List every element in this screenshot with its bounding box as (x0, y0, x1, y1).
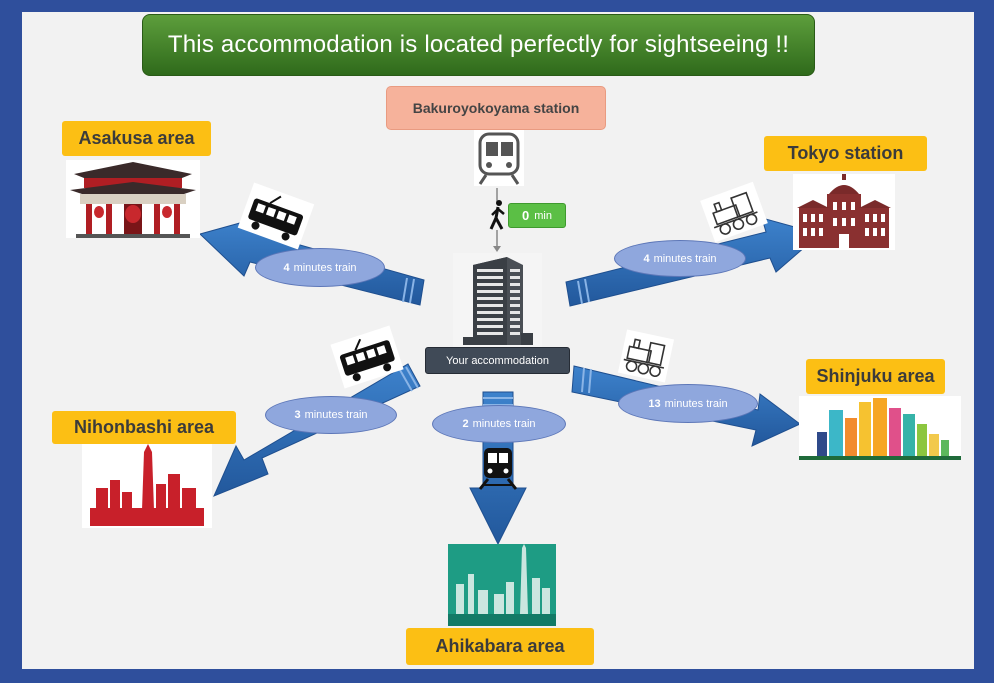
shinjuku-buildings-image (799, 396, 961, 460)
route-time-unit: minutes train (653, 252, 717, 265)
nihonbashi-skyline-image (82, 444, 212, 528)
route-time-unit: minutes train (664, 397, 728, 410)
route-time-akihabara: 2 minutes train (432, 405, 566, 443)
building-icon (453, 253, 542, 347)
walk-time-badge: 0 min (508, 203, 566, 228)
walk-connector (493, 188, 501, 252)
route-time-value: 4 (643, 252, 650, 265)
area-label-akihabara: Ahikabara area (406, 628, 594, 665)
tram-icon (237, 182, 315, 250)
asakusa-gate-image (66, 160, 200, 238)
route-time-value: 3 (294, 409, 301, 421)
akihabara-skyline-image (448, 544, 556, 626)
route-time-value: 13 (648, 397, 661, 410)
page-title: This accommodation is located perfectly … (142, 14, 815, 76)
route-time-unit: minutes train (304, 409, 368, 421)
route-time-asakusa: 4 minutes train (255, 248, 385, 287)
area-label-nihonbashi: Nihonbashi area (52, 411, 236, 444)
steam-locomotive-icon (700, 181, 768, 243)
accommodation-label: Your accommodation (425, 347, 570, 374)
walking-person-icon (488, 199, 508, 231)
area-label-shinjuku: Shinjuku area (806, 359, 945, 394)
steam-locomotive-icon (617, 329, 675, 383)
area-label-tokyo: Tokyo station (764, 136, 927, 171)
subway-train-icon (476, 446, 520, 490)
tokyo-station-image (793, 174, 895, 250)
route-time-tokyo: 4 minutes train (614, 240, 746, 277)
walk-time-value: 0 (522, 208, 530, 223)
route-time-nihonbashi: 3 minutes train (265, 396, 397, 434)
route-time-unit: minutes train (293, 261, 357, 274)
route-time-shinjuku: 13 minutes train (618, 384, 758, 423)
walk-time-unit: min (534, 209, 552, 222)
route-time-value: 2 (462, 418, 469, 430)
route-time-value: 4 (283, 261, 290, 274)
station-name: Bakuroyokoyama station (386, 86, 606, 130)
route-time-unit: minutes train (472, 418, 536, 430)
area-label-asakusa: Asakusa area (62, 121, 211, 156)
train-front-icon (474, 130, 524, 186)
tram-icon (330, 325, 404, 389)
